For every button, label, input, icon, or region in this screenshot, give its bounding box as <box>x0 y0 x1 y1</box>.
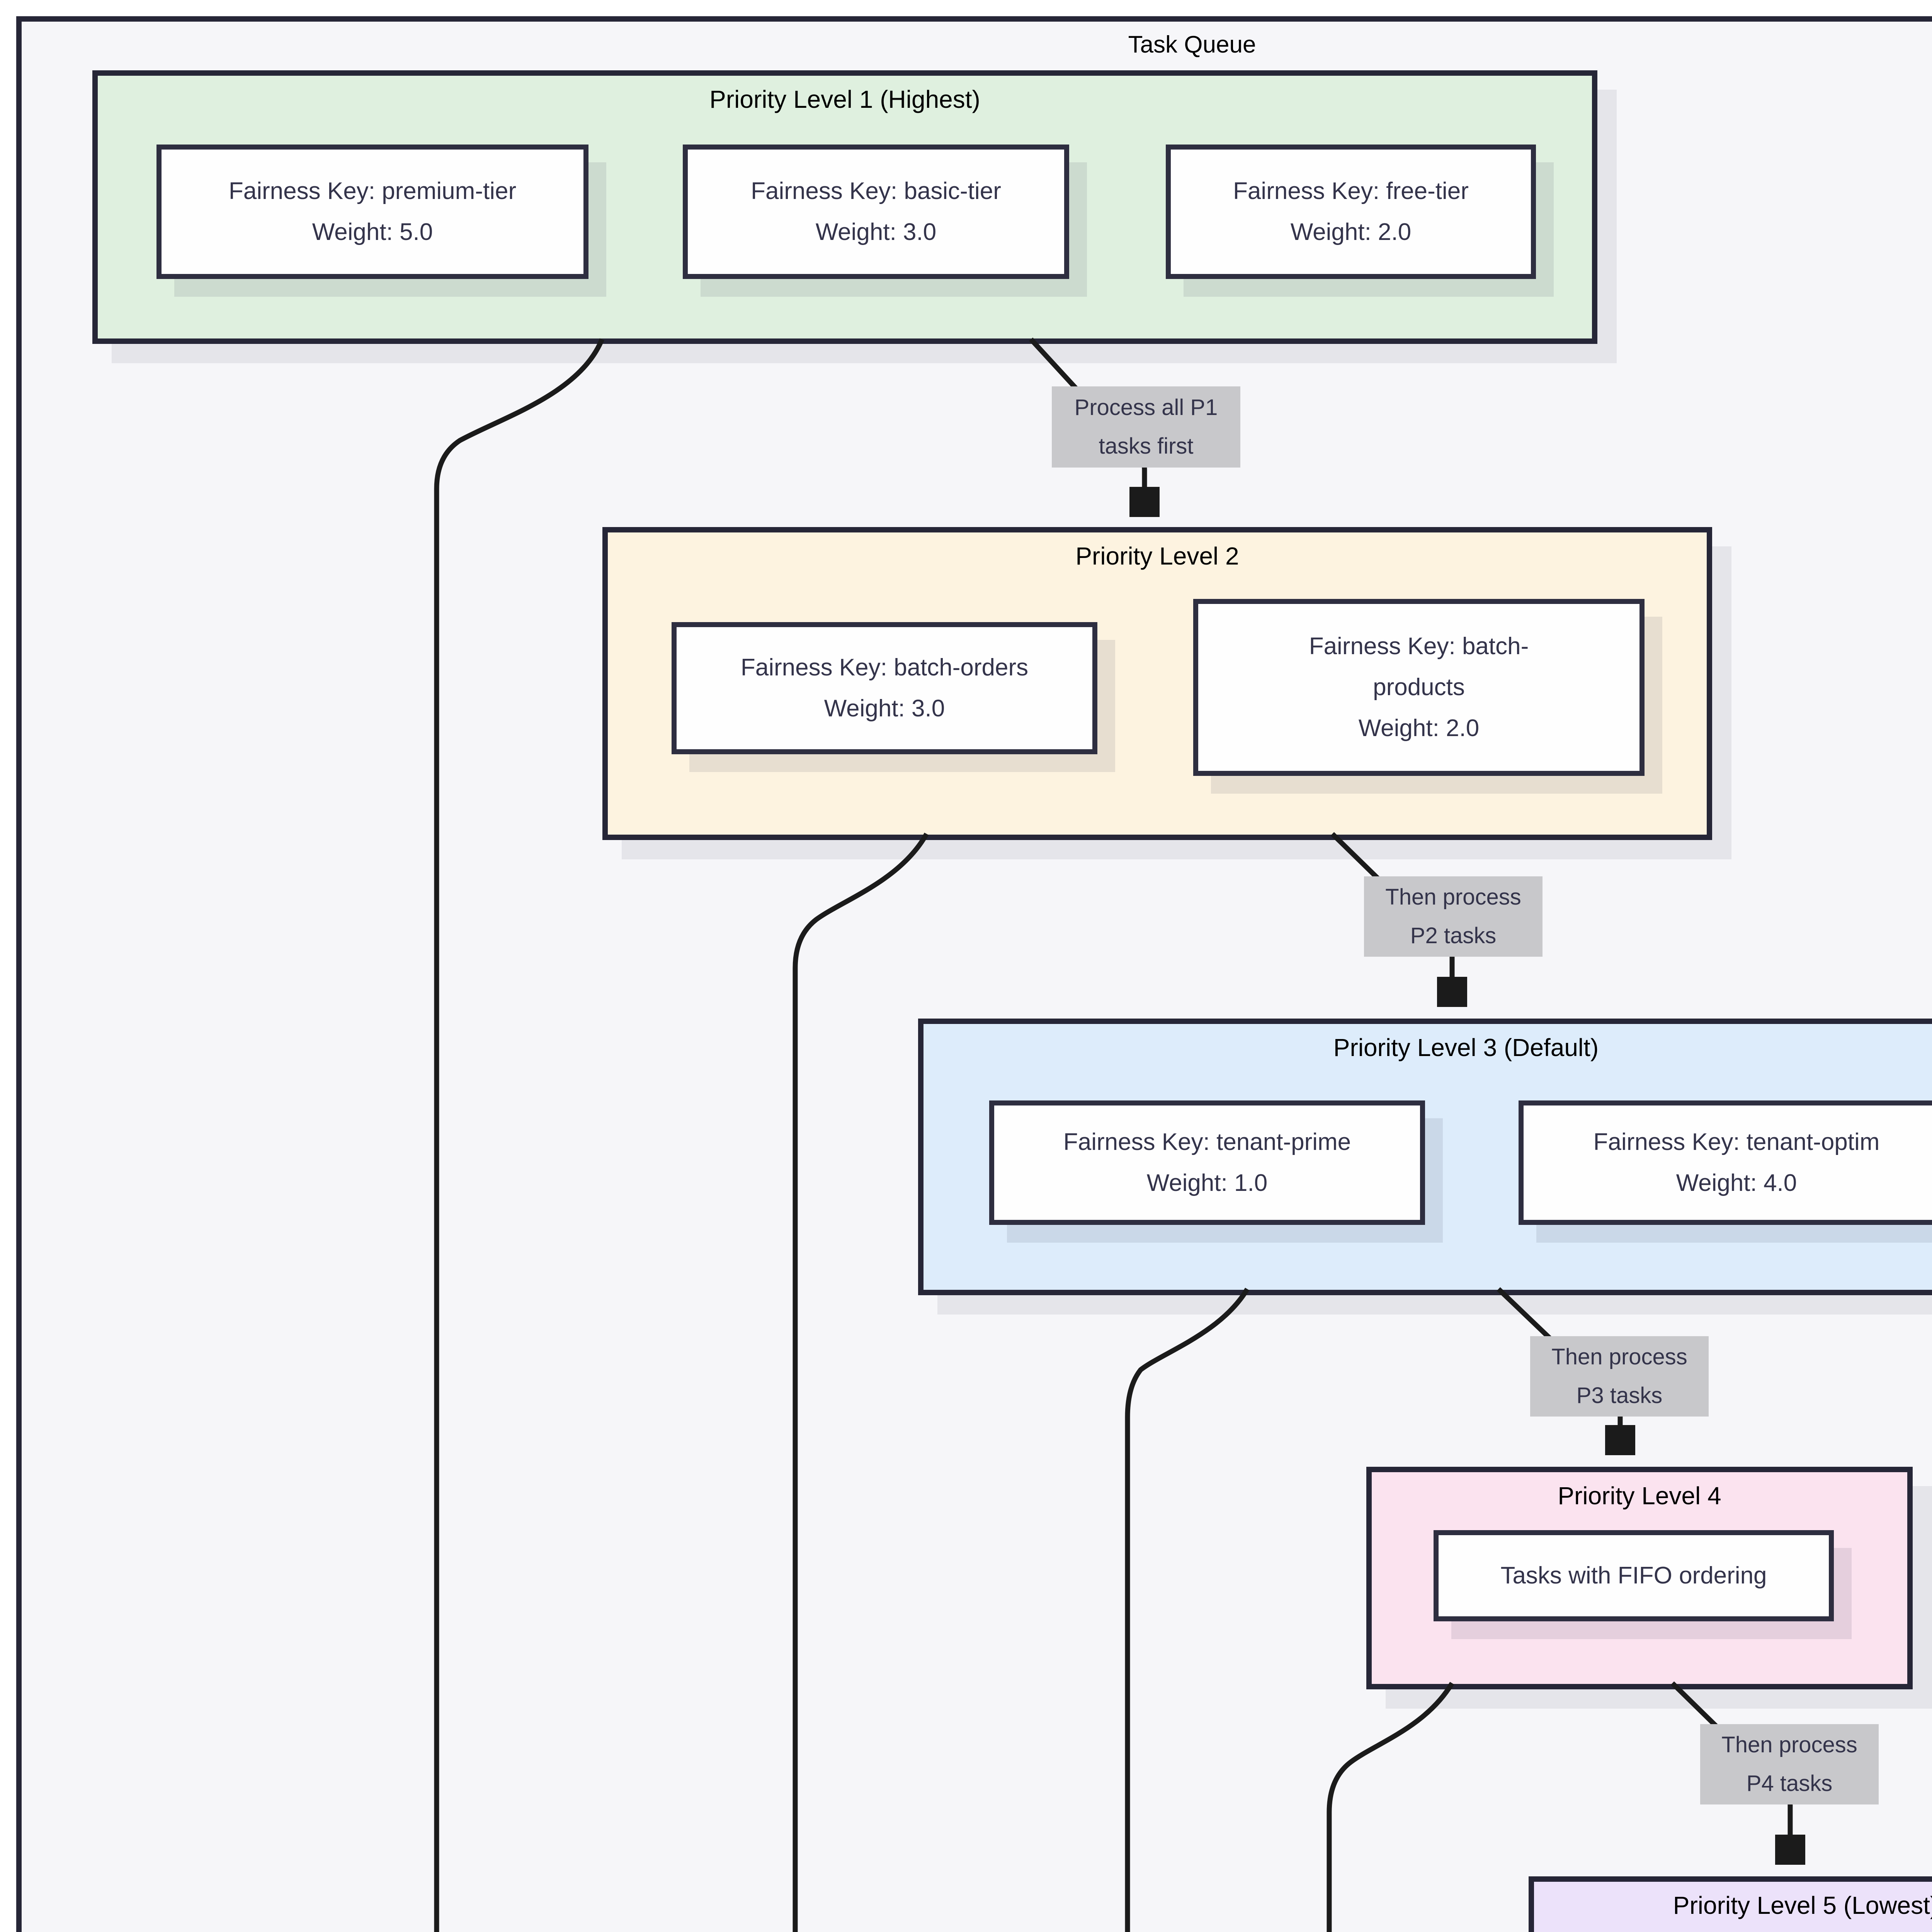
node-free-tier: Fairness Key: free-tier Weight: 2.0 <box>1166 145 1536 279</box>
edge-p2-to-workers <box>793 832 929 1932</box>
edge-label-line: P4 tasks <box>1746 1771 1833 1796</box>
subgraph-priority-2: Priority Level 2 Fairness Key: batch-ord… <box>602 527 1712 840</box>
edge-p1-to-workers <box>434 338 605 1932</box>
subgraph-priority-1-title: Priority Level 1 (Highest) <box>709 85 980 113</box>
node-line: Weight: 2.0 <box>1290 219 1412 245</box>
node-line: Fairness Key: basic-tier <box>751 178 1001 204</box>
node-batch-products: Fairness Key: batch- products Weight: 2.… <box>1193 599 1645 776</box>
node-basic-tier: Fairness Key: basic-tier Weight: 3.0 <box>683 145 1069 279</box>
edge-label-process-p2: Then process P2 tasks <box>1364 876 1543 957</box>
node-line: Weight: 4.0 <box>1676 1170 1797 1196</box>
edge-label-line: P3 tasks <box>1576 1383 1663 1408</box>
subgraph-priority-3-title: Priority Level 3 (Default) <box>1333 1034 1599 1061</box>
node-tenant-prime: Fairness Key: tenant-prime Weight: 1.0 <box>989 1100 1425 1225</box>
node-batch-orders: Fairness Key: batch-orders Weight: 3.0 <box>672 622 1097 754</box>
subgraph-priority-3: Priority Level 3 (Default) Fairness Key:… <box>918 1019 1932 1295</box>
edge-label-process-p4: Then process P4 tasks <box>1700 1724 1879 1804</box>
edge-label-line: Then process <box>1721 1732 1857 1757</box>
task-queue-container: Task Queue Priority Level 1 (Highest) Fa… <box>16 16 1932 1932</box>
node-line: Fairness Key: tenant-optim <box>1593 1129 1880 1155</box>
node-fifo-p4: Tasks with FIFO ordering <box>1434 1530 1834 1621</box>
node-line: Fairness Key: free-tier <box>1233 178 1469 204</box>
edge-label-line: Then process <box>1385 884 1521 910</box>
node-line: Weight: 3.0 <box>824 695 945 722</box>
node-line: Tasks with FIFO ordering <box>1500 1562 1767 1589</box>
node-line: Fairness Key: tenant-prime <box>1063 1129 1351 1155</box>
edge-label-line: Then process <box>1551 1344 1687 1369</box>
edge-label-line: Process all P1 <box>1074 395 1218 420</box>
node-line: Fairness Key: premium-tier <box>228 178 517 204</box>
task-queue-title: Task Queue <box>1128 31 1256 58</box>
subgraph-priority-4-title: Priority Level 4 <box>1558 1482 1721 1510</box>
node-line: Weight: 3.0 <box>815 219 937 245</box>
edge-label-line: tasks first <box>1099 434 1194 459</box>
node-line: Weight: 5.0 <box>312 219 433 245</box>
edge-p3-to-workers <box>1125 1287 1250 1932</box>
subgraph-priority-4: Priority Level 4 Tasks with FIFO orderin… <box>1366 1467 1913 1689</box>
node-tenant-optim: Fairness Key: tenant-optim Weight: 4.0 <box>1519 1100 1932 1225</box>
subgraph-priority-1: Priority Level 1 (Highest) Fairness Key:… <box>92 70 1597 344</box>
node-line: Weight: 2.0 <box>1358 715 1480 742</box>
node-line: Fairness Key: batch- <box>1309 633 1529 660</box>
edge-label-process-p3: Then process P3 tasks <box>1530 1336 1709 1417</box>
edge-p4-to-workers <box>1327 1682 1454 1932</box>
node-line: Fairness Key: batch-orders <box>740 654 1029 681</box>
subgraph-priority-5-title: Priority Level 5 (Lowest) <box>1673 1891 1932 1919</box>
subgraph-priority-2-title: Priority Level 2 <box>1075 542 1239 570</box>
node-premium-tier: Fairness Key: premium-tier Weight: 5.0 <box>156 145 588 279</box>
subgraph-priority-5: Priority Level 5 (Lowest) Tasks with FIF… <box>1529 1876 1932 1932</box>
node-line: Weight: 1.0 <box>1146 1170 1268 1196</box>
edge-label-process-p1: Process all P1 tasks first <box>1052 386 1240 468</box>
node-line: products <box>1373 674 1465 701</box>
edge-label-line: P2 tasks <box>1410 923 1497 948</box>
